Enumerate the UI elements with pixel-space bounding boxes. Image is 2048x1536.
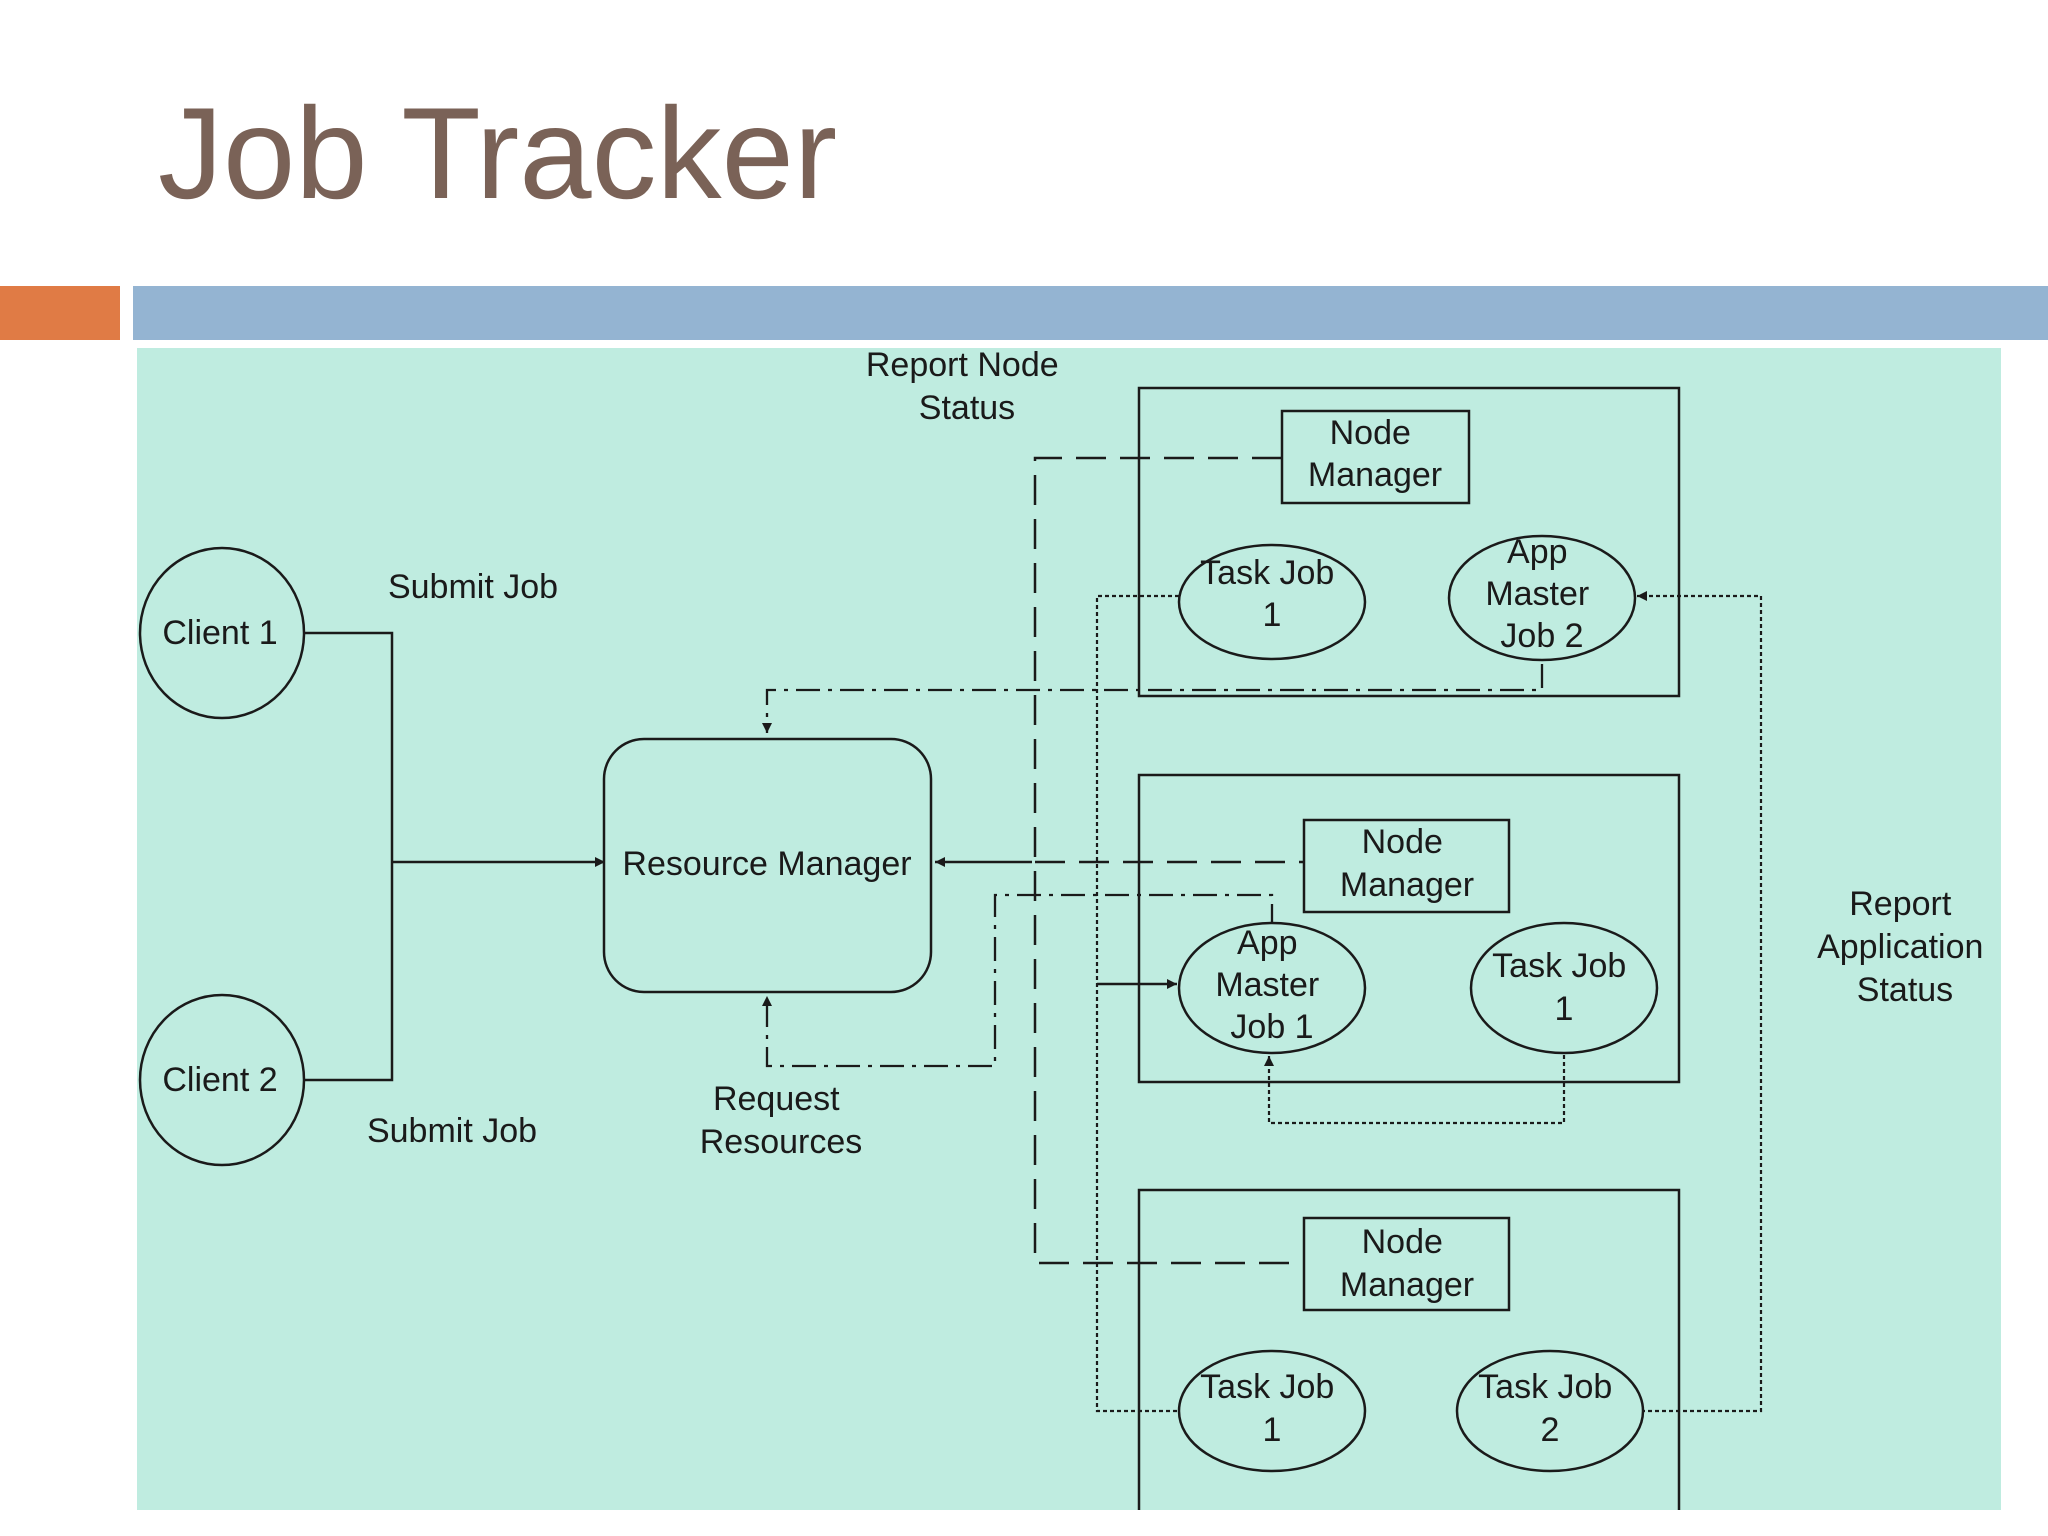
node2-task-job-label: Task Job 1	[1492, 947, 1636, 1028]
node1-app-master-label: App Master Job 2	[1485, 533, 1598, 655]
title-rule-bar	[133, 286, 2048, 340]
node1-app-master-ellipse	[1447, 534, 1637, 662]
node3-task-job1-label: Task Job 1	[1200, 1368, 1344, 1449]
report-node-status-lines	[1033, 456, 1305, 1265]
client-2-label: Client 2	[162, 1061, 277, 1099]
slide-title: Job Tracker	[158, 80, 838, 226]
client-2-circle	[138, 993, 306, 1167]
resource-manager-label: Resource Manager	[622, 845, 911, 883]
node-manager-3-box	[1302, 1216, 1511, 1312]
node-manager-2-label: Node Manager	[1340, 823, 1474, 904]
connector-lines	[302, 631, 1177, 1082]
node3-task-job2-label: Task Job 2	[1478, 1368, 1622, 1449]
node3-task-job2-ellipse	[1455, 1349, 1645, 1473]
task-job1-to-app-master-line	[1264, 1048, 1566, 1125]
submit-job-bottom-label: Submit Job	[367, 1112, 537, 1150]
node-manager-2-box	[1302, 818, 1511, 914]
diagram-background	[137, 348, 2001, 1510]
node-boxes	[1137, 386, 1681, 1510]
request-resources-label: Request Resources	[700, 1080, 863, 1161]
report-node-status-label: Report Node Status	[866, 348, 1068, 427]
yarn-architecture-diagram: Resource Manager Client 1 Client 2 Node …	[137, 348, 2001, 1510]
node-box-1	[1137, 386, 1681, 698]
app-master2-request-line	[762, 664, 1544, 733]
node-box-3	[1137, 1188, 1681, 1510]
request-resources-lines	[762, 664, 1544, 1068]
diagram-canvas: Resource Manager Client 1 Client 2 Node …	[137, 348, 2001, 1510]
app-master1-request-line	[762, 893, 1274, 1068]
node1-task-job-label: Task Job 1	[1200, 554, 1344, 634]
client-1-label: Client 1	[162, 614, 277, 652]
node1-task-job-ellipse	[1177, 543, 1367, 661]
submit-job-top-label: Submit Job	[388, 568, 558, 606]
node2-app-master-label: App Master Job 1	[1215, 924, 1328, 1046]
node-manager-3-label: Node Manager	[1340, 1223, 1474, 1304]
node-manager-1-box	[1280, 409, 1471, 505]
client-submit-bracket	[302, 631, 394, 1082]
node2-app-master-ellipse	[1177, 921, 1367, 1055]
task-job2-status-line	[1637, 591, 1763, 1413]
node-box-2	[1137, 773, 1681, 1084]
report-application-status-label: Report Application Status	[1817, 885, 1993, 1009]
node-manager-1-label: Node Manager	[1308, 414, 1442, 494]
resource-manager-box	[602, 737, 933, 994]
node2-task-job-ellipse	[1469, 921, 1659, 1055]
client-1-circle	[138, 546, 306, 720]
node3-task-job1-ellipse	[1177, 1349, 1367, 1473]
title-accent-bar	[0, 286, 120, 340]
